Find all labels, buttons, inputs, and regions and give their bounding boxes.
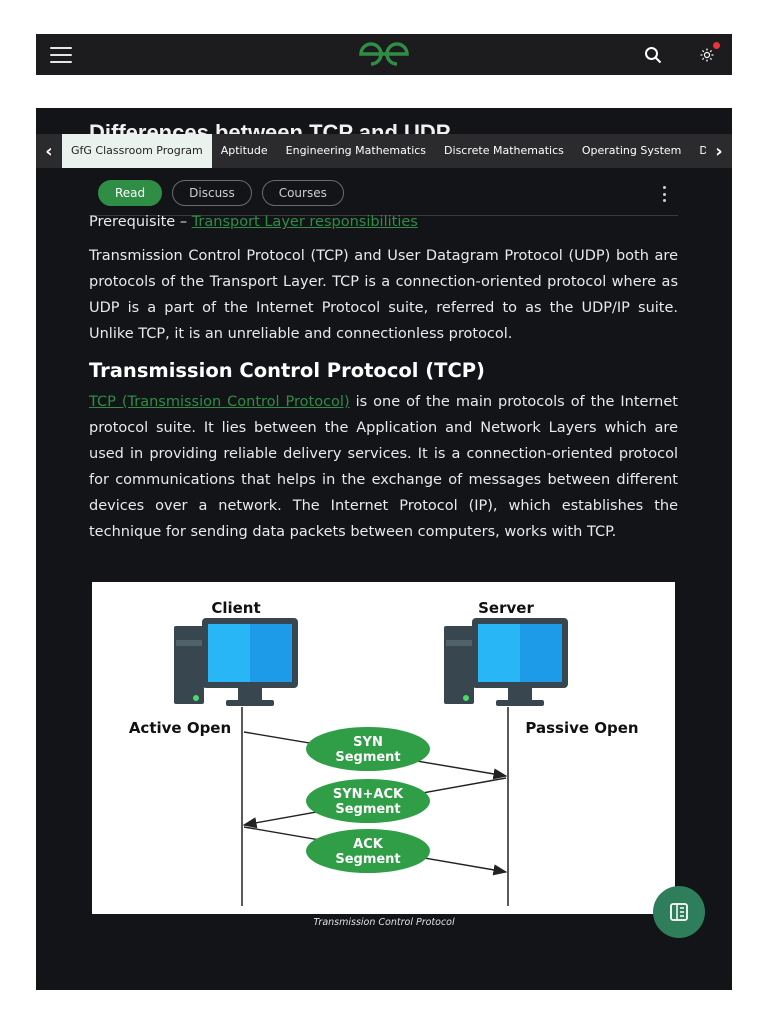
server-computer-icon <box>444 618 568 706</box>
category-item[interactable]: GfG Classroom Program <box>62 134 212 168</box>
category-item[interactable]: Discrete Mathematics <box>444 144 564 157</box>
category-item[interactable]: DBMS <box>699 144 706 157</box>
tcp-handshake-diagram: Client Server Active Open Passive Open S… <box>92 582 675 914</box>
active-open-label: Active Open <box>129 719 231 737</box>
category-item[interactable]: Engineering Mathematics <box>285 144 427 157</box>
gfg-logo[interactable] <box>357 40 411 72</box>
more-options-icon[interactable] <box>660 186 668 202</box>
hamburger-icon[interactable] <box>50 46 72 63</box>
diagram-caption: Transmission Control Protocol <box>313 917 455 928</box>
intro-paragraph: Transmission Control Protocol (TCP) and … <box>89 248 678 342</box>
chevron-left-icon[interactable]: ‹ <box>45 140 53 162</box>
article-tabs: Read Discuss Courses <box>98 180 344 206</box>
tcp-paragraph: TCP (Transmission Control Protocol) is o… <box>89 389 678 545</box>
book-icon <box>670 903 688 921</box>
syn-segment-label: Segment <box>335 750 400 765</box>
ack-label: ACK <box>353 837 384 852</box>
chevron-right-icon[interactable]: › <box>715 140 723 162</box>
category-list: GfG Classroom Program Aptitude Engineeri… <box>62 134 706 168</box>
category-bar: ‹ GfG Classroom Program Aptitude Enginee… <box>36 134 732 168</box>
tcp-text: is one of the main protocols of the Inte… <box>89 394 678 540</box>
ack-segment: ACK Segment <box>306 829 430 873</box>
notification-dot <box>713 41 720 49</box>
search-icon[interactable] <box>642 44 664 66</box>
synack-label: SYN+ACK <box>333 787 404 802</box>
top-navbar <box>36 34 732 75</box>
prerequisite-link[interactable]: Transport Layer responsibilities <box>191 214 418 230</box>
section-heading: Transmission Control Protocol (TCP) <box>89 359 485 382</box>
courses-button[interactable]: Courses <box>261 180 344 206</box>
tcp-link[interactable]: TCP (Transmission Control Protocol) <box>89 394 350 410</box>
client-label: Client <box>211 599 260 617</box>
prerequisite-label: Prerequisite – <box>89 214 192 230</box>
ack-segment-label: Segment <box>335 852 400 867</box>
prerequisite-line: Prerequisite – Transport Layer responsib… <box>89 209 678 235</box>
discuss-button[interactable]: Discuss <box>172 180 252 206</box>
synack-segment-label: Segment <box>335 802 400 817</box>
sun-icon[interactable] <box>696 41 720 66</box>
syn-label: SYN <box>353 735 383 750</box>
syn-segment: SYN Segment <box>306 727 430 771</box>
reading-mode-button[interactable] <box>653 886 705 938</box>
passive-open-label: Passive Open <box>525 719 638 737</box>
divider <box>89 215 678 216</box>
read-button[interactable]: Read <box>98 180 163 206</box>
category-item[interactable]: Aptitude <box>220 144 268 157</box>
client-computer-icon <box>174 618 298 706</box>
category-item[interactable]: Operating System <box>581 144 682 157</box>
article-panel: Differences between TCP and UDP ‹ GfG Cl… <box>36 108 732 990</box>
server-label: Server <box>478 599 534 617</box>
synack-segment: SYN+ACK Segment <box>306 779 430 823</box>
